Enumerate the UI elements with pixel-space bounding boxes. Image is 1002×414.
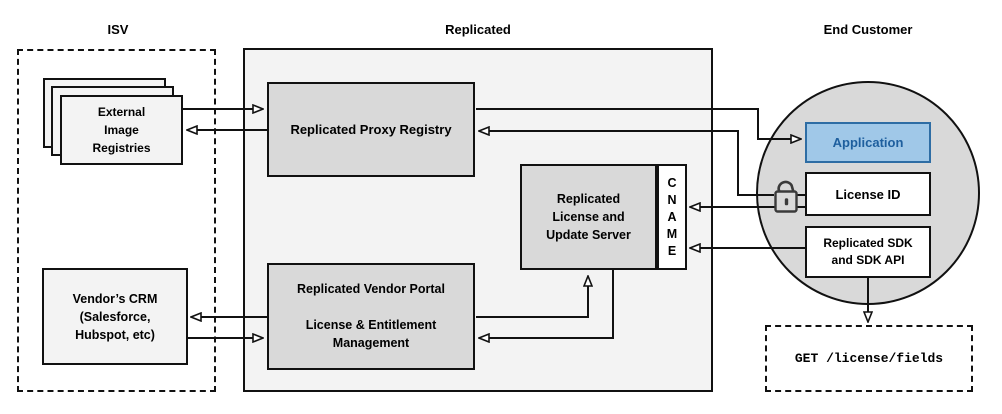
vendor-portal-subtitle: License & Entitlement Management	[305, 318, 437, 350]
replicated-sdk-node: Replicated SDK and SDK API	[805, 226, 931, 278]
edge-license-id-to-proxy	[480, 131, 774, 196]
edge-license-server-to-vendor-portal	[480, 270, 614, 338]
edge-proxy-to-application	[476, 108, 800, 139]
cname-node: CNAME	[657, 164, 687, 270]
external-image-registries-node: External Image Registries	[60, 95, 183, 165]
cname-label: CNAME	[666, 175, 678, 258]
replicated-proxy-registry-node: Replicated Proxy Registry	[267, 82, 475, 177]
isv-boundary-box	[17, 49, 216, 392]
license-id-node: License ID	[805, 172, 931, 216]
replicated-vendor-portal-node: Replicated Vendor Portal License & Entit…	[267, 263, 475, 370]
unlocked-padlock-icon	[774, 180, 798, 213]
isv-section-title: ISV	[107, 22, 129, 37]
end-customer-section-title: End Customer	[823, 22, 913, 37]
replicated-license-update-server-node: Replicated License and Update Server	[520, 164, 657, 270]
get-license-fields-node: GET /license/fields	[765, 325, 973, 392]
replicated-section-title: Replicated	[445, 22, 511, 37]
application-node: Application	[805, 122, 931, 163]
edge-vendor-portal-to-license-server	[476, 277, 588, 318]
vendor-portal-title: Replicated Vendor Portal	[297, 282, 445, 296]
vendors-crm-node: Vendor’s CRM (Salesforce, Hubspot, etc)	[42, 268, 188, 365]
